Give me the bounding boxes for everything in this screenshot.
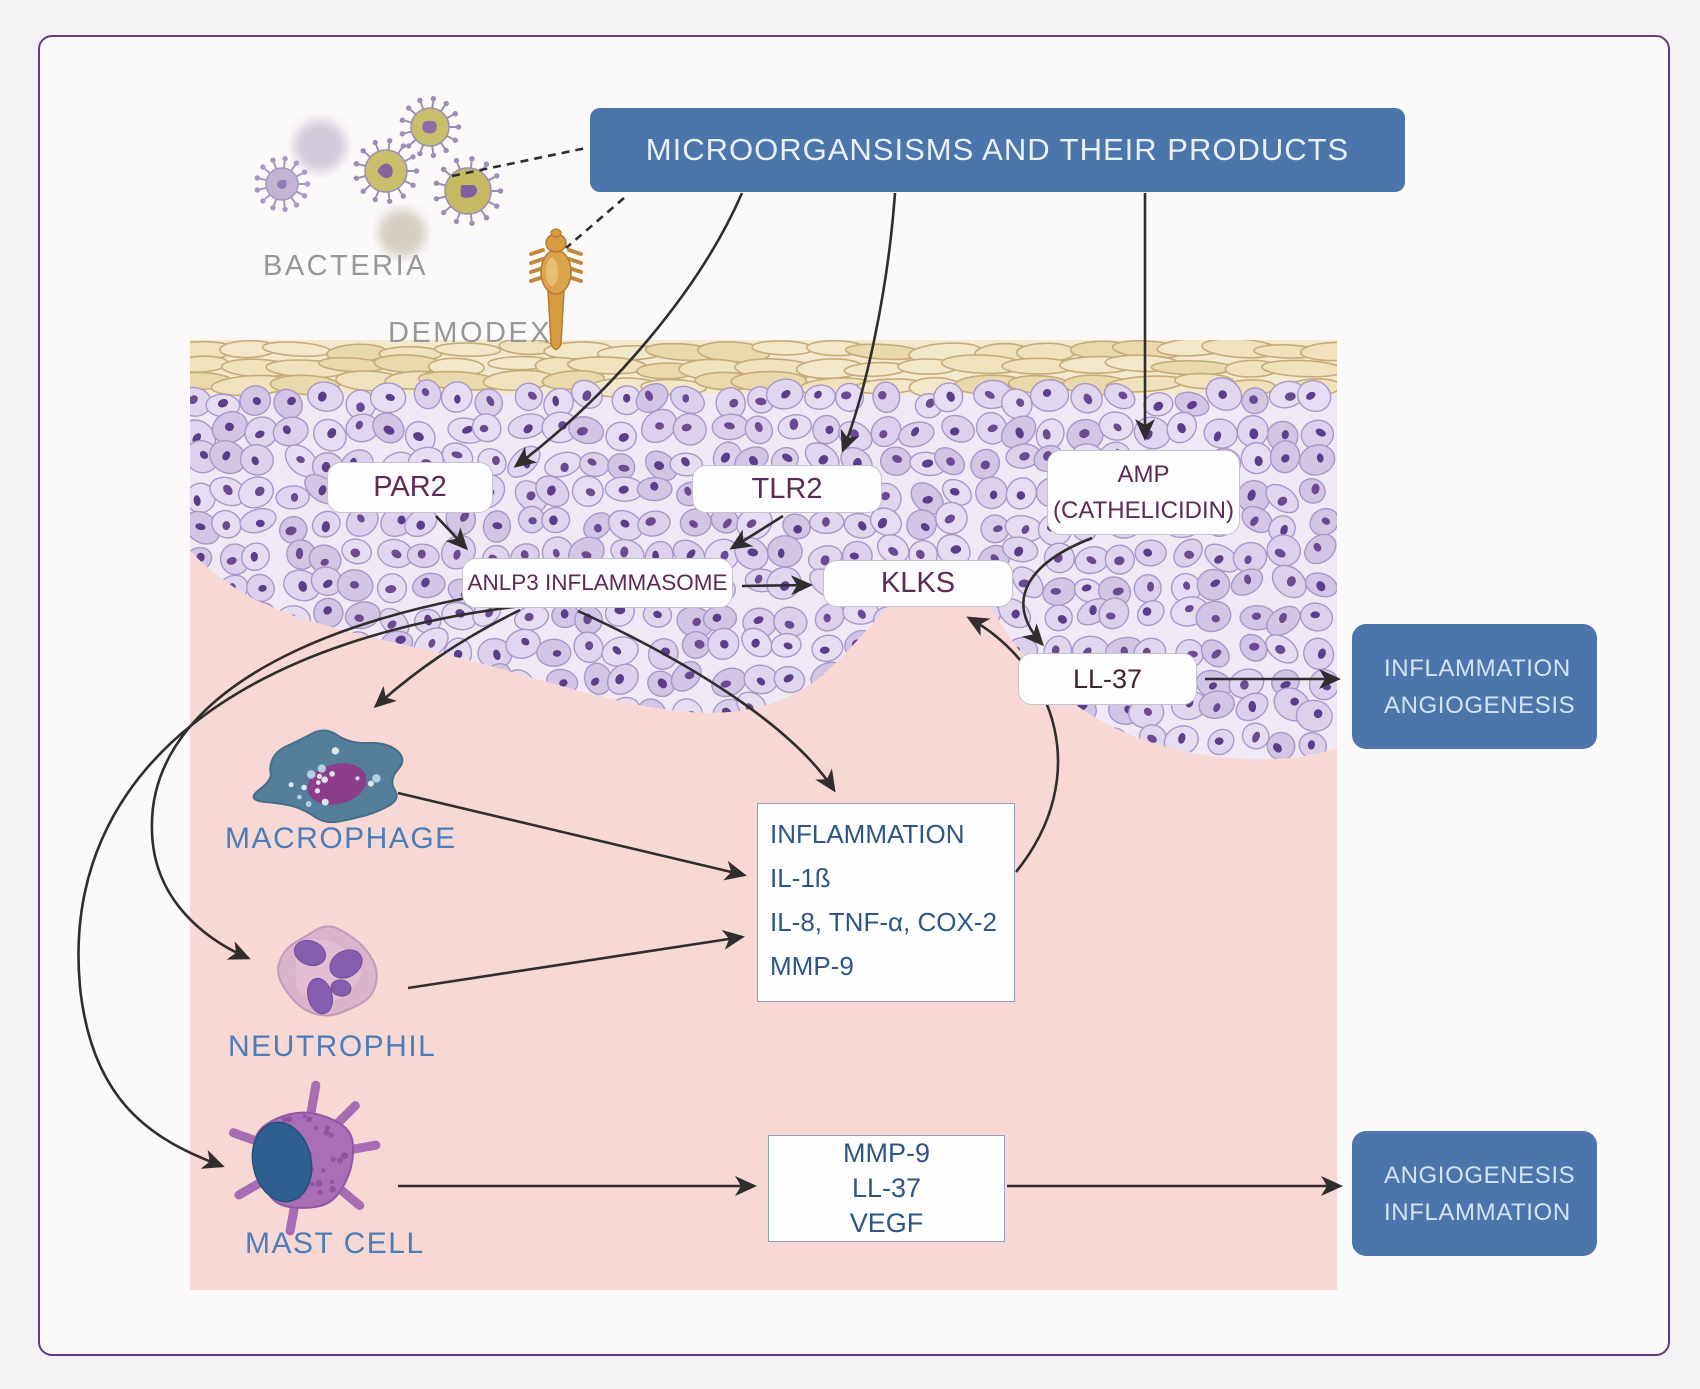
amp-line1: AMP <box>1117 460 1170 488</box>
arrow-amp-ll37 <box>1021 536 1093 647</box>
ll37-box: LL-37 <box>1018 653 1197 705</box>
outcome-top-line1: INFLAMMATION <box>1384 654 1571 682</box>
demodex-mite-icon <box>529 228 583 351</box>
outcome-bottom-line2: INFLAMMATION <box>1384 1198 1571 1226</box>
mast-cell-label: MAST CELL <box>245 1227 425 1260</box>
arrow-anlp3-macrophage <box>373 608 521 708</box>
arrow-macrophage-cytokines <box>397 791 747 881</box>
mediators-line3: VEGF <box>849 1208 924 1238</box>
bacteria-label: BACTERIA <box>263 250 429 282</box>
anlp3-inflammasome-box: ANLP3 INFLAMMASOME <box>462 558 733 608</box>
arrow-par2-anlp3 <box>435 515 469 551</box>
mediators-line1: MMP-9 <box>843 1138 930 1168</box>
cytokines-box: INFLAMMATION IL-1ß IL-8, TNF-α, COX-2 MM… <box>757 803 1015 1002</box>
cytokines-line2: IL-1ß <box>770 863 831 893</box>
header-microorganisms-box: MICROORGANSISMS AND THEIR PRODUCTS <box>590 108 1405 192</box>
outcome-top-line2: ANGIOGENESIS <box>1384 691 1576 719</box>
arrow-microorganisms-par2 <box>513 192 744 468</box>
mediators-box: MMP-9 LL-37 VEGF <box>768 1135 1005 1242</box>
outcome-inflammation-angiogenesis-box: INFLAMMATION ANGIOGENESIS <box>1352 624 1597 749</box>
bacteria-icons <box>254 96 504 257</box>
amp-cathelicidin-box: AMP (CATHELICIDIN) <box>1047 450 1240 535</box>
arrow-microorganisms-tlr2 <box>840 192 897 453</box>
cytokines-line4: MMP-9 <box>770 951 854 981</box>
macrophage-label: MACROPHAGE <box>225 822 457 855</box>
arrow-neutrophil-cytokines <box>407 929 745 990</box>
outcome-angiogenesis-inflammation-box: ANGIOGENESIS INFLAMMATION <box>1352 1131 1597 1256</box>
amp-line2: (CATHELICIDIN) <box>1053 496 1234 524</box>
dashed-link-bacteria <box>451 146 587 178</box>
corneum-cells <box>190 340 1337 399</box>
header-title: MICROORGANSISMS AND THEIR PRODUCTS <box>645 132 1350 167</box>
immune-cell-icons <box>228 729 404 1236</box>
arrow-cytokines-klks <box>966 616 1060 873</box>
neutrophil-label: NEUTROPHIL <box>228 1030 437 1063</box>
arrow-tlr2-anlp3 <box>729 514 784 550</box>
tlr2-box: TLR2 <box>692 465 882 513</box>
demodex-label: DEMODEX <box>388 317 553 349</box>
arrow-anlp3-klks <box>741 575 813 596</box>
mediators-line2: LL-37 <box>851 1173 922 1203</box>
dashed-link-demodex <box>565 197 625 249</box>
arrow-anlp3-cytokines <box>577 609 836 793</box>
klks-box: KLKS <box>823 560 1013 607</box>
arrow-arc-mastcell <box>77 600 561 1169</box>
pathway-arrows <box>77 146 1343 1196</box>
cytokines-line1: INFLAMMATION <box>770 819 965 849</box>
par2-box: PAR2 <box>327 462 493 513</box>
cytokines-line3: IL-8, TNF-α, COX-2 <box>770 907 997 937</box>
outcome-bottom-line1: ANGIOGENESIS <box>1384 1161 1576 1189</box>
